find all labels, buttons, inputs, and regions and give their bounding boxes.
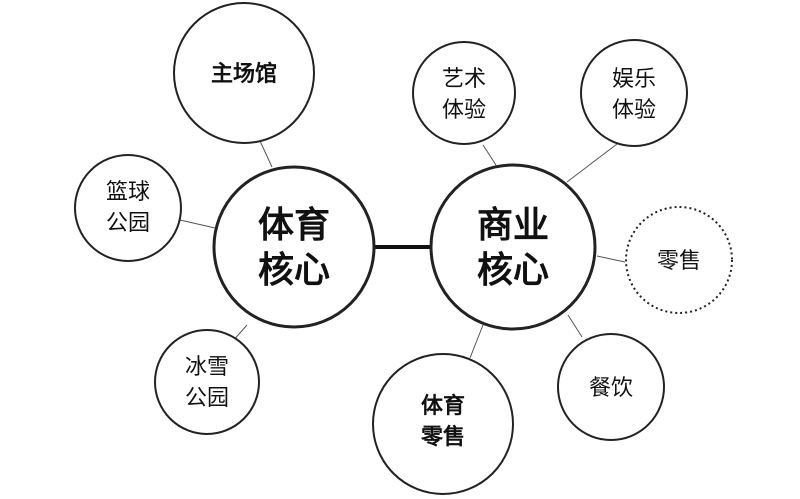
core-sports-label-1: 体育: [258, 205, 330, 246]
node-entertainment-experience-label-1: 娱乐: [612, 67, 656, 92]
connector-basketball-park: [179, 219, 216, 229]
node-stadium-label: 主场馆: [211, 61, 277, 87]
node-ice-snow-park-label-2: 公园: [185, 386, 229, 411]
node-sports-retail-label-2: 零售: [420, 424, 465, 450]
node-basketball-park: 篮球 公园: [74, 154, 182, 262]
node-sports-retail-label-1: 体育: [421, 393, 465, 419]
node-retail-label: 零售: [657, 249, 701, 274]
node-basketball-park-label-1: 篮球: [106, 180, 150, 205]
connector-stadium: [259, 140, 273, 168]
core-commerce: 商业 核心: [429, 163, 597, 331]
node-ice-snow-park-label-1: 冰雪: [185, 355, 229, 380]
node-art-experience-label-2: 体验: [442, 98, 486, 123]
core-sports: 体育 核心: [212, 165, 376, 329]
node-art-experience: 艺术 体验: [412, 41, 516, 145]
node-ice-snow-park: 冰雪 公园: [154, 329, 260, 435]
node-sports-retail: 体育 零售: [372, 353, 514, 495]
core-commerce-label-2: 核心: [477, 250, 549, 291]
connector-sports-retail: [469, 324, 484, 359]
connector-art-experience: [482, 144, 497, 166]
node-stadium: 主场馆: [173, 2, 315, 144]
node-dining: 餐饮: [557, 333, 665, 441]
connector-retail: [596, 255, 626, 263]
node-art-experience-label-1: 艺术: [442, 67, 486, 92]
node-retail: 零售: [625, 206, 733, 314]
node-basketball-park-label-2: 公园: [106, 211, 150, 236]
node-entertainment-experience-label-2: 体验: [612, 98, 656, 123]
core-sports-label-2: 核心: [258, 250, 330, 291]
connector-entertainment-experience: [566, 143, 618, 183]
connector-dining: [567, 314, 583, 338]
core-commerce-label-1: 商业: [477, 205, 549, 246]
node-dining-label: 餐饮: [589, 376, 633, 401]
node-entertainment-experience: 娱乐 体验: [580, 39, 688, 147]
